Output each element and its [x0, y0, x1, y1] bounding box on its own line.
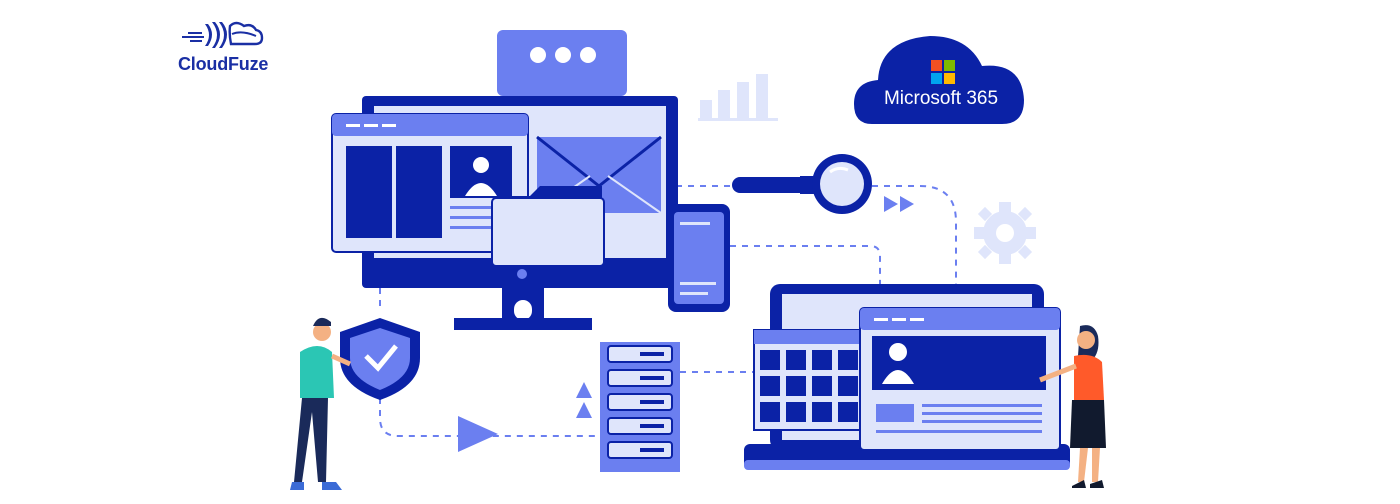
microsoft-windows-logo — [931, 60, 955, 84]
man-figure — [290, 317, 352, 490]
brand-name: CloudFuze — [178, 54, 269, 74]
security-shield-icon — [340, 318, 420, 400]
upload-arrows-icon — [576, 382, 592, 418]
play-arrow-icon — [458, 416, 498, 452]
gear-icon — [974, 202, 1036, 264]
chat-bubble-icon — [497, 30, 627, 114]
cloudfuze-logo: CloudFuze — [172, 18, 282, 78]
woman-figure — [1039, 325, 1106, 488]
search-icon — [732, 154, 872, 214]
microsoft-365-cloud — [854, 36, 1024, 124]
browser-window — [331, 113, 529, 253]
microsoft-365-label: Microsoft 365 — [883, 88, 999, 109]
smartphone — [668, 204, 730, 312]
folder-icon — [491, 186, 605, 267]
bar-chart-icon — [698, 74, 778, 121]
fast-forward-icon — [884, 196, 914, 212]
profile-window — [859, 307, 1061, 451]
dashed-connectors — [379, 185, 957, 437]
spreadsheet-window — [753, 329, 863, 431]
server-rack — [600, 342, 680, 472]
cloudfuze-logo-icon — [182, 21, 264, 48]
